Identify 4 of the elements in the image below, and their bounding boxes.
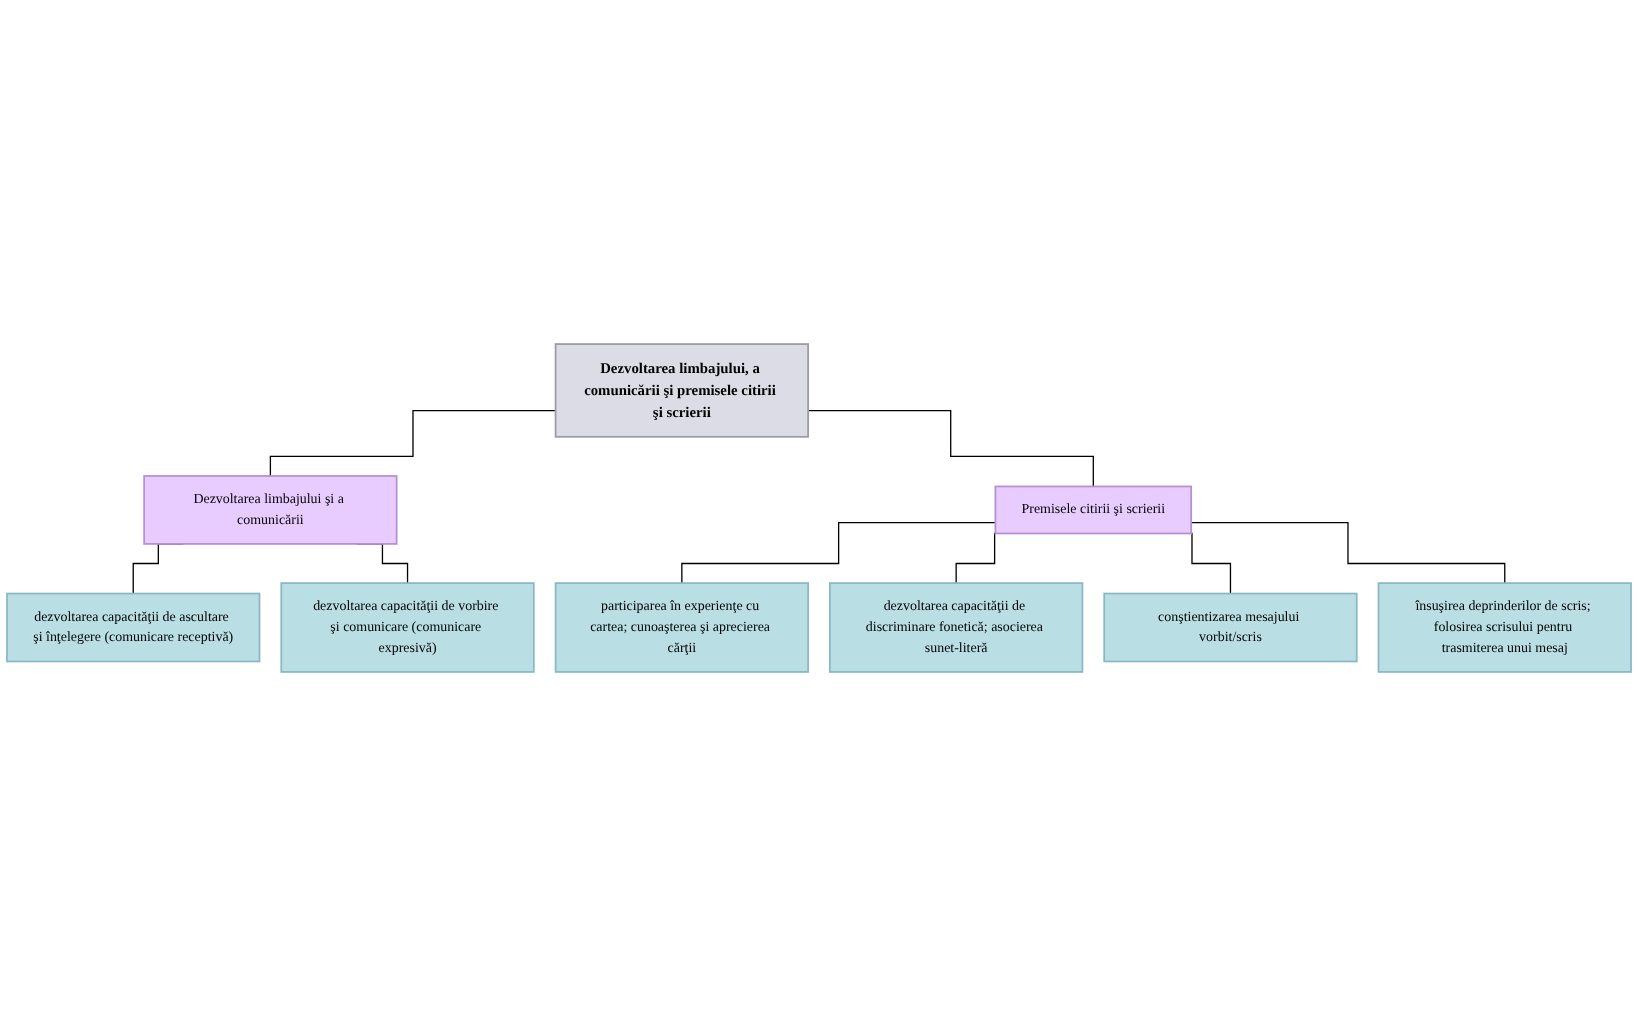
connector (807, 410, 1094, 488)
connector (269, 410, 557, 477)
connector (681, 522, 997, 584)
connector (1190, 522, 1506, 584)
